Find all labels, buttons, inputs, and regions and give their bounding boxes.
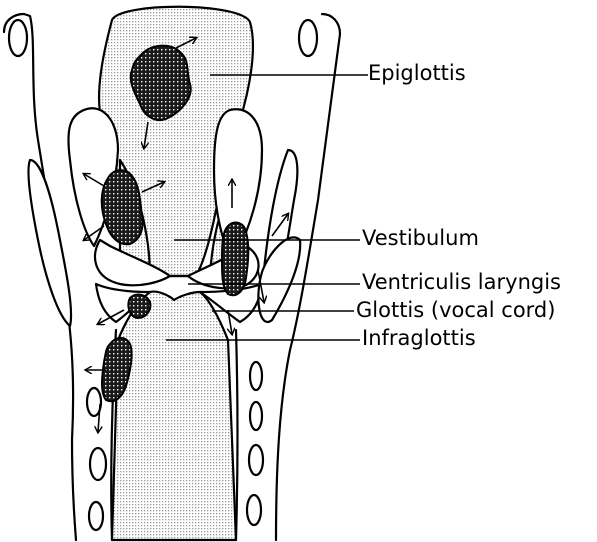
left-ring-2 [89, 502, 103, 530]
label-infraglottis: Infraglottis [362, 328, 476, 349]
tumor-left-fold [102, 170, 143, 244]
label-vestibulum: Vestibulum [362, 228, 479, 249]
right-ring-3 [249, 445, 263, 475]
label-epiglottis: Epiglottis [368, 63, 466, 84]
glottis-passage [112, 292, 236, 540]
tumor-glottic [128, 295, 150, 318]
label-ventriculis-laryngis: Ventriculis laryngis [362, 272, 561, 293]
right-ventricle-cavity [258, 237, 300, 322]
left-top-node [9, 20, 27, 56]
right-trachea-wall [236, 330, 238, 540]
right-top-node [299, 20, 317, 56]
right-ring-1 [250, 362, 262, 390]
label-glottis: Glottis (vocal cord) [356, 300, 555, 321]
right-ring-2 [250, 402, 262, 430]
right-ring-4 [247, 495, 261, 525]
left-inner-recess [28, 160, 71, 326]
left-ring-1 [90, 448, 106, 480]
